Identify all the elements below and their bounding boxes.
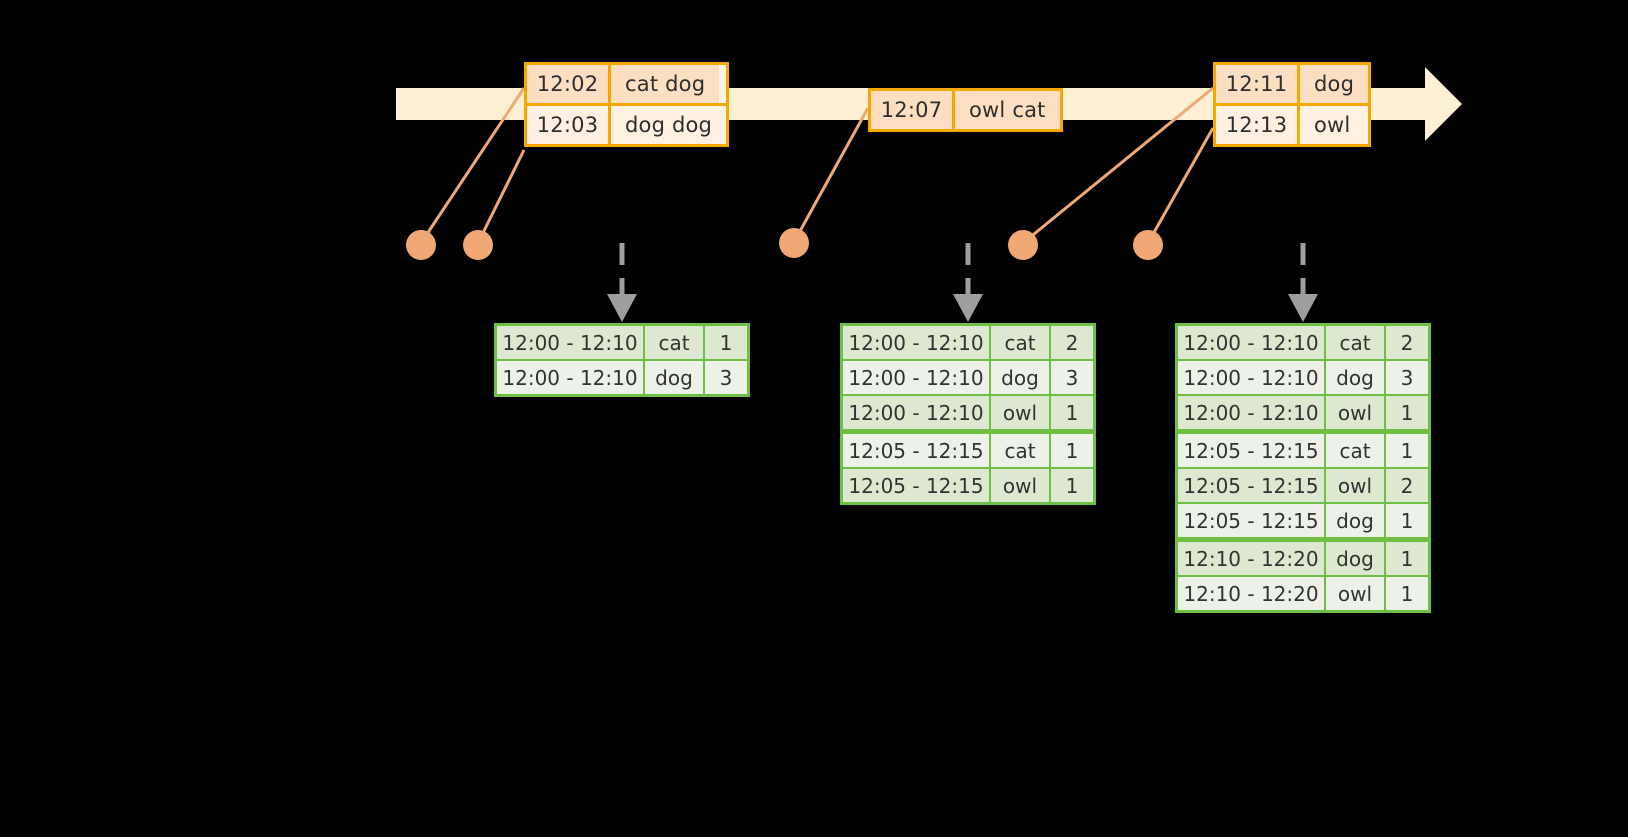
stream-dot-1[interactable] [406, 230, 436, 260]
event-value: owl [1300, 106, 1365, 144]
connector-line-4 [1022, 86, 1214, 245]
connector-lines [419, 86, 1215, 245]
dashed-arrowhead-3 [1288, 294, 1318, 322]
aggregate-window: 12:05 - 12:15 [1178, 469, 1326, 502]
stream-dots [406, 228, 1163, 260]
event-time: 12:03 [527, 106, 611, 144]
aggregate-window: 12:00 - 12:10 [843, 396, 991, 429]
event-time: 12:07 [871, 91, 955, 129]
dashed-arrow-heads [607, 294, 1318, 322]
aggregate-window: 12:00 - 12:10 [497, 326, 645, 359]
aggregate-count: 1 [705, 326, 747, 359]
aggregate-window: 12:05 - 12:15 [843, 469, 991, 502]
aggregate-count: 1 [1051, 469, 1093, 502]
aggregate-count: 1 [1051, 434, 1093, 467]
aggregate-window: 12:10 - 12:20 [1178, 577, 1326, 610]
aggregate-count: 1 [1386, 542, 1428, 575]
stream-dot-4[interactable] [1008, 230, 1038, 260]
aggregate-count: 1 [1386, 577, 1428, 610]
event-value: cat dog [611, 65, 720, 103]
aggregate-window: 12:05 - 12:15 [1178, 504, 1326, 537]
aggregate-key: owl [1326, 396, 1386, 429]
event-time: 12:02 [527, 65, 611, 103]
aggregate-key: cat [991, 434, 1051, 467]
aggregate-key: dog [1326, 504, 1386, 537]
connector-line-5 [1146, 127, 1215, 244]
aggregate-count: 1 [1386, 504, 1428, 537]
aggregate-count: 3 [1051, 361, 1093, 394]
aggregate-count: 2 [1051, 326, 1093, 359]
aggregate-window: 12:00 - 12:10 [1178, 361, 1326, 394]
aggregate-key: cat [991, 326, 1051, 359]
aggregate-window: 12:00 - 12:10 [843, 326, 991, 359]
aggregate-window: 12:05 - 12:15 [843, 434, 991, 467]
stream-dot-2[interactable] [463, 230, 493, 260]
aggregate-key: cat [1326, 326, 1386, 359]
aggregate-window: 12:00 - 12:10 [497, 361, 645, 394]
stream-dot-5[interactable] [1133, 230, 1163, 260]
dashed-arrowhead-2 [953, 294, 983, 322]
dashed-arrowhead-1 [607, 294, 637, 322]
event-time: 12:11 [1216, 65, 1300, 103]
aggregate-count: 3 [705, 361, 747, 394]
stream-dot-3[interactable] [779, 228, 809, 258]
aggregate-key: cat [645, 326, 705, 359]
aggregate-key: dog [645, 361, 705, 394]
aggregate-key: owl [991, 469, 1051, 502]
aggregate-window: 12:05 - 12:15 [1178, 434, 1326, 467]
aggregate-count: 1 [1386, 396, 1428, 429]
aggregate-window: 12:00 - 12:10 [1178, 326, 1326, 359]
aggregate-count: 2 [1386, 469, 1428, 502]
aggregate-window: 12:00 - 12:10 [843, 361, 991, 394]
dashed-arrow-lines [619, 243, 1306, 300]
aggregate-count: 2 [1386, 326, 1428, 359]
aggregate-key: dog [991, 361, 1051, 394]
aggregate-key: dog [1326, 361, 1386, 394]
aggregate-key: owl [1326, 577, 1386, 610]
event-value: dog dog [611, 106, 727, 144]
event-value: owl cat [955, 91, 1060, 129]
connector-line-1 [419, 87, 526, 244]
aggregate-key: cat [1326, 434, 1386, 467]
aggregate-count: 1 [1386, 434, 1428, 467]
aggregate-window: 12:00 - 12:10 [1178, 396, 1326, 429]
aggregate-count: 3 [1386, 361, 1428, 394]
event-time: 12:13 [1216, 106, 1300, 144]
aggregate-key: owl [991, 396, 1051, 429]
aggregate-window: 12:10 - 12:20 [1178, 542, 1326, 575]
connector-line-2 [476, 149, 526, 244]
aggregate-count: 1 [1051, 396, 1093, 429]
aggregate-key: owl [1326, 469, 1386, 502]
aggregate-key: dog [1326, 542, 1386, 575]
event-value: dog [1300, 65, 1369, 103]
connector-line-3 [792, 107, 870, 243]
